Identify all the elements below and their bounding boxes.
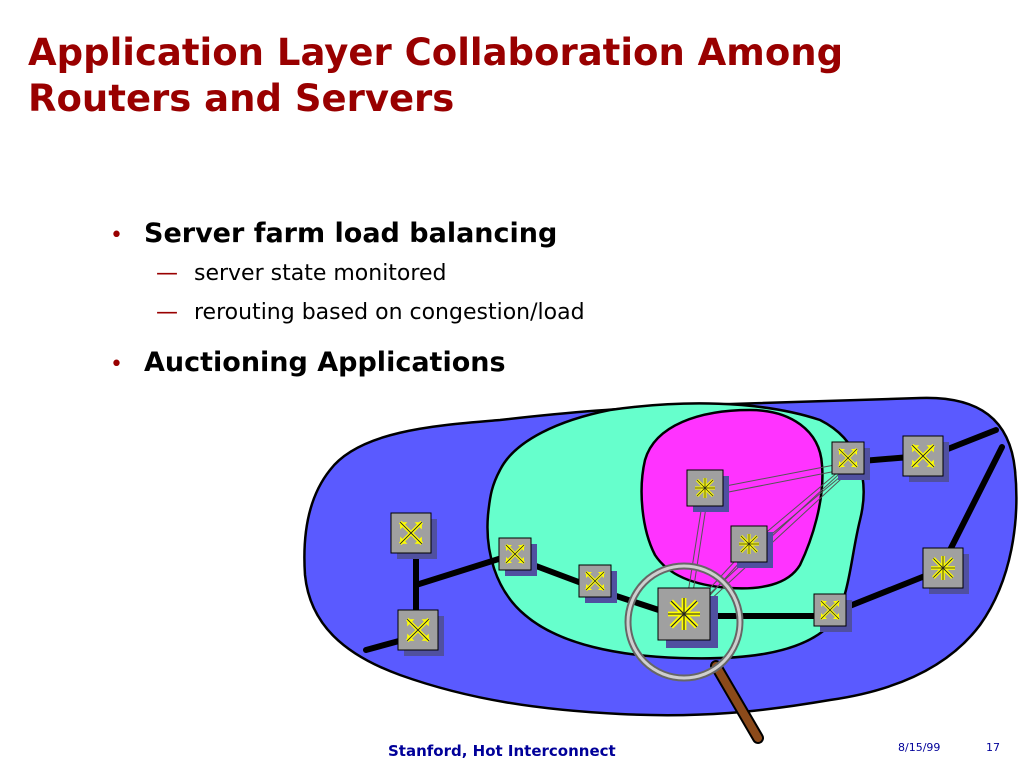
server-icon <box>693 476 717 500</box>
server-icon <box>668 598 700 630</box>
footer-center-text: Stanford, Hot Interconnect <box>388 742 616 760</box>
sub-bullet-text: server state monitored <box>194 261 447 286</box>
sub-bullet-text: rerouting based on congestion/load <box>194 300 585 325</box>
bullet-text: Server farm load balancing <box>144 218 558 249</box>
title-line-2: Routers and Servers <box>28 77 455 120</box>
server-node <box>686 469 729 512</box>
bullet-glyph: • <box>110 223 123 248</box>
bullet-text: Auctioning Applications <box>144 347 506 378</box>
server-node <box>730 525 773 568</box>
bullet-list: • Server farm load balancing — server st… <box>110 218 750 390</box>
router-node <box>831 441 870 480</box>
sub-bullet-item: — server state monitored <box>156 261 750 286</box>
dash-glyph: — <box>156 261 178 286</box>
dash-glyph: — <box>156 300 178 325</box>
title-line-1: Application Layer Collaboration Among <box>28 31 844 74</box>
footer-date: 8/15/99 <box>898 741 941 754</box>
router-node <box>397 609 444 656</box>
router-node <box>390 512 437 559</box>
server-icon <box>737 532 761 556</box>
magnifier-icon <box>624 562 764 744</box>
sub-bullet-item: — rerouting based on congestion/load <box>156 300 750 325</box>
router-node <box>578 564 617 603</box>
bullet-glyph: • <box>110 352 123 377</box>
server-node <box>922 547 969 594</box>
router-node <box>498 537 537 576</box>
router-node <box>813 593 852 632</box>
inner-region <box>640 408 824 590</box>
server-node <box>657 587 718 648</box>
server-icon <box>929 554 957 582</box>
footer-page-number: 17 <box>986 741 1000 754</box>
router-node <box>902 435 949 482</box>
slide-title: Application Layer Collaboration Among Ro… <box>28 30 843 122</box>
bullet-item: • Auctioning Applications <box>110 347 750 378</box>
bullet-item: • Server farm load balancing <box>110 218 750 249</box>
